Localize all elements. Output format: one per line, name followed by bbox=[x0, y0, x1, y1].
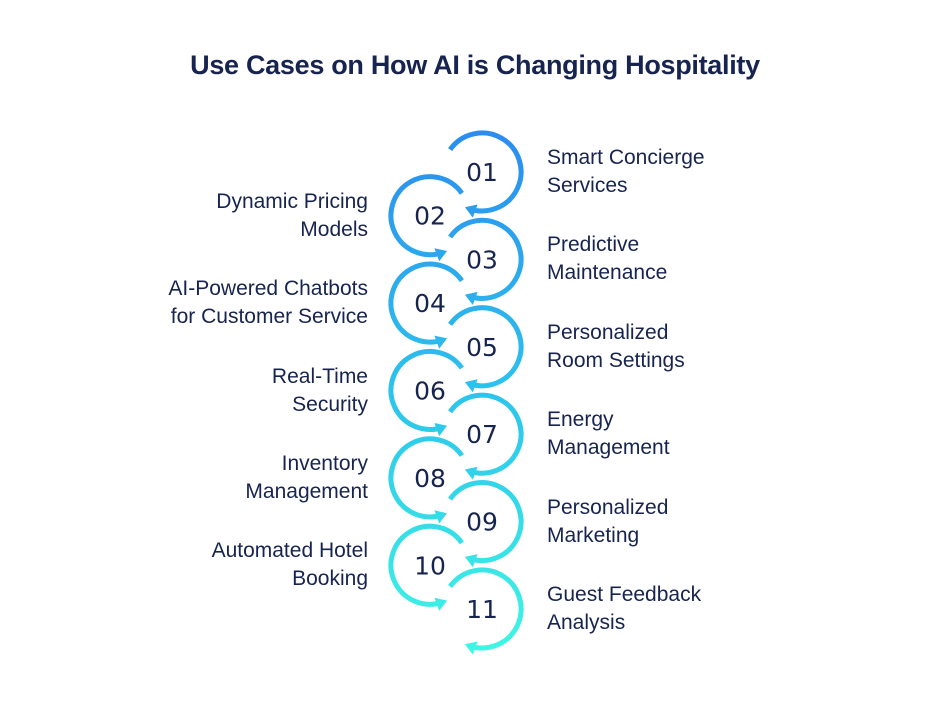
step-number: 07 bbox=[466, 420, 498, 449]
arc-04 bbox=[388, 261, 464, 345]
label-line-2: Services bbox=[547, 174, 628, 197]
arrowhead-icon bbox=[464, 291, 478, 305]
arc-03 bbox=[448, 217, 524, 301]
arc-10 bbox=[388, 523, 464, 607]
label-line-1: Inventory bbox=[281, 451, 368, 475]
step-number: 01 bbox=[466, 158, 498, 187]
label-line-1: Smart Concierge bbox=[547, 146, 705, 169]
label-line-1: Predictive bbox=[547, 233, 640, 257]
label-line-1: Personalized bbox=[547, 495, 669, 519]
step-label-04: AI-Powered Chatbots for Customer Service bbox=[168, 275, 368, 331]
label-line-1: Personalized bbox=[547, 320, 669, 344]
label-line-1: Guest Feedback bbox=[547, 583, 702, 606]
number-group: 01 02 03 04 05 06 07 08 09 10 11 bbox=[414, 158, 498, 624]
step-number: 06 bbox=[414, 377, 446, 406]
arrowhead-icon bbox=[464, 379, 478, 393]
arrowhead-icon bbox=[434, 248, 448, 262]
arc-11 bbox=[448, 567, 524, 651]
arc-01 bbox=[448, 130, 524, 214]
arc-07 bbox=[448, 392, 524, 476]
step-number: 09 bbox=[466, 508, 498, 537]
arc-06 bbox=[388, 348, 464, 432]
label-line-1: Energy bbox=[547, 408, 614, 432]
arrowhead-icon bbox=[434, 510, 448, 524]
label-line-2: Management bbox=[245, 479, 368, 503]
arrowhead-icon bbox=[434, 335, 448, 349]
step-number: 10 bbox=[414, 551, 446, 580]
label-line-1: Real-Time bbox=[271, 364, 368, 388]
arc-02 bbox=[388, 174, 464, 258]
arc-05 bbox=[448, 305, 524, 389]
step-number: 05 bbox=[466, 333, 498, 362]
label-line-2: Security bbox=[292, 392, 368, 416]
label-line-2: Marketing bbox=[547, 523, 640, 547]
arrowhead-icon bbox=[464, 641, 478, 655]
label-line-2: Models bbox=[300, 217, 368, 241]
label-line-2: for Customer Service bbox=[170, 305, 368, 329]
label-line-2: Analysis bbox=[547, 611, 626, 634]
label-line-2: Maintenance bbox=[547, 261, 668, 285]
arrowhead-icon bbox=[464, 554, 478, 568]
arrowhead-icon bbox=[434, 597, 448, 611]
step-number: 11 bbox=[466, 595, 498, 624]
label-line-1: Dynamic Pricing bbox=[216, 189, 368, 213]
arc-09 bbox=[448, 480, 524, 564]
arc-08 bbox=[388, 436, 464, 520]
arrowhead-icon bbox=[434, 423, 448, 437]
arrowhead-icon bbox=[464, 466, 478, 480]
label-line-1: Automated Hotel bbox=[211, 539, 368, 563]
label-line-2: Booking bbox=[292, 567, 368, 591]
label-line-2: Management bbox=[547, 436, 670, 460]
step-number: 04 bbox=[414, 289, 446, 318]
arrowhead-icon bbox=[464, 204, 478, 218]
step-number: 03 bbox=[466, 245, 498, 274]
label-line-1: AI-Powered Chatbots bbox=[168, 277, 368, 301]
step-number: 02 bbox=[414, 202, 446, 231]
label-line-2: Room Settings bbox=[547, 348, 685, 372]
arc-group bbox=[388, 130, 524, 655]
page-title: Use Cases on How AI is Changing Hospital… bbox=[190, 50, 760, 80]
step-number: 08 bbox=[414, 464, 446, 493]
